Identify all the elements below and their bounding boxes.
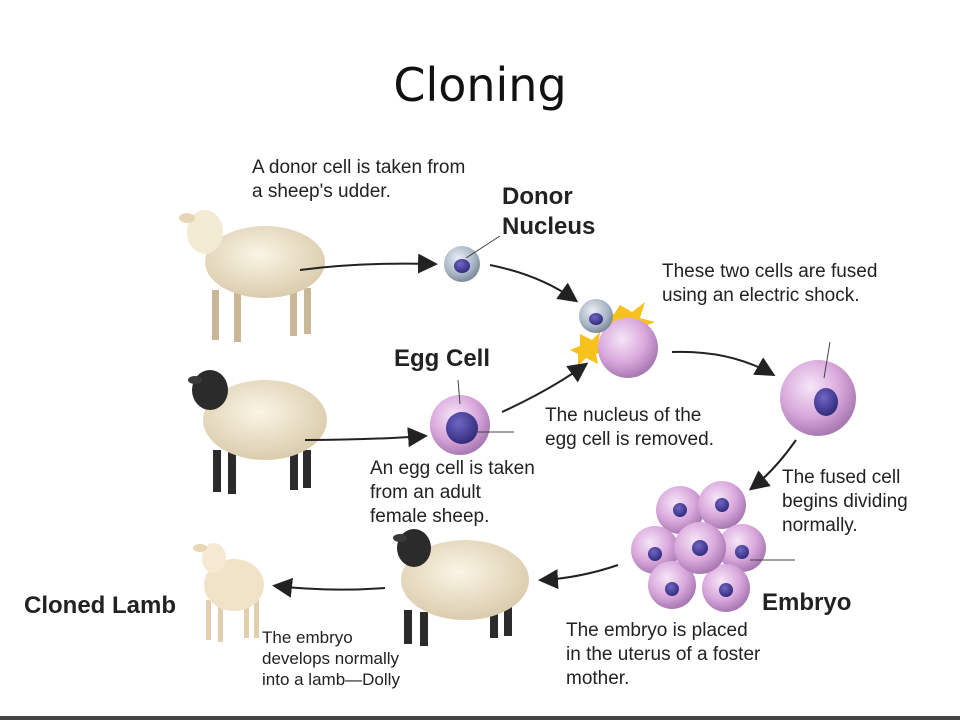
page-title: Cloning: [393, 58, 567, 112]
cloned-lamb-figure: [193, 543, 264, 642]
donor-sheep: [179, 210, 325, 342]
fused-cell: [780, 341, 856, 436]
donor-nucleus-cell: [444, 235, 501, 282]
dividing-caption: The fused cell begins dividing normally.: [782, 467, 908, 536]
nucleus-removed-caption: The nucleus of the egg cell is removed.: [545, 405, 714, 450]
bottom-border: [0, 716, 960, 720]
process-arrows: [272, 253, 797, 598]
foster-sheep: [393, 529, 529, 646]
develops-caption: The embryo develops normally into a lamb…: [262, 628, 400, 689]
embryo-cluster: [631, 481, 795, 612]
donor-cell-caption: A donor cell is taken from a sheep's udd…: [252, 157, 466, 202]
fusion-cells: [570, 299, 658, 378]
egg-cell: [430, 379, 514, 455]
cloned-lamb-label: Cloned Lamb: [24, 592, 177, 619]
embryo-label: Embryo: [762, 589, 852, 616]
placed-caption: The embryo is placed in the uterus of a …: [566, 620, 761, 689]
egg-cell-label: Egg Cell: [394, 345, 491, 372]
egg-taken-caption: An egg cell is taken from an adult femal…: [370, 458, 535, 527]
donor-nucleus-label: Donor Nucleus: [502, 183, 596, 240]
egg-donor-sheep: [188, 370, 327, 494]
fusion-caption: These two cells are fused using an elect…: [662, 261, 878, 306]
